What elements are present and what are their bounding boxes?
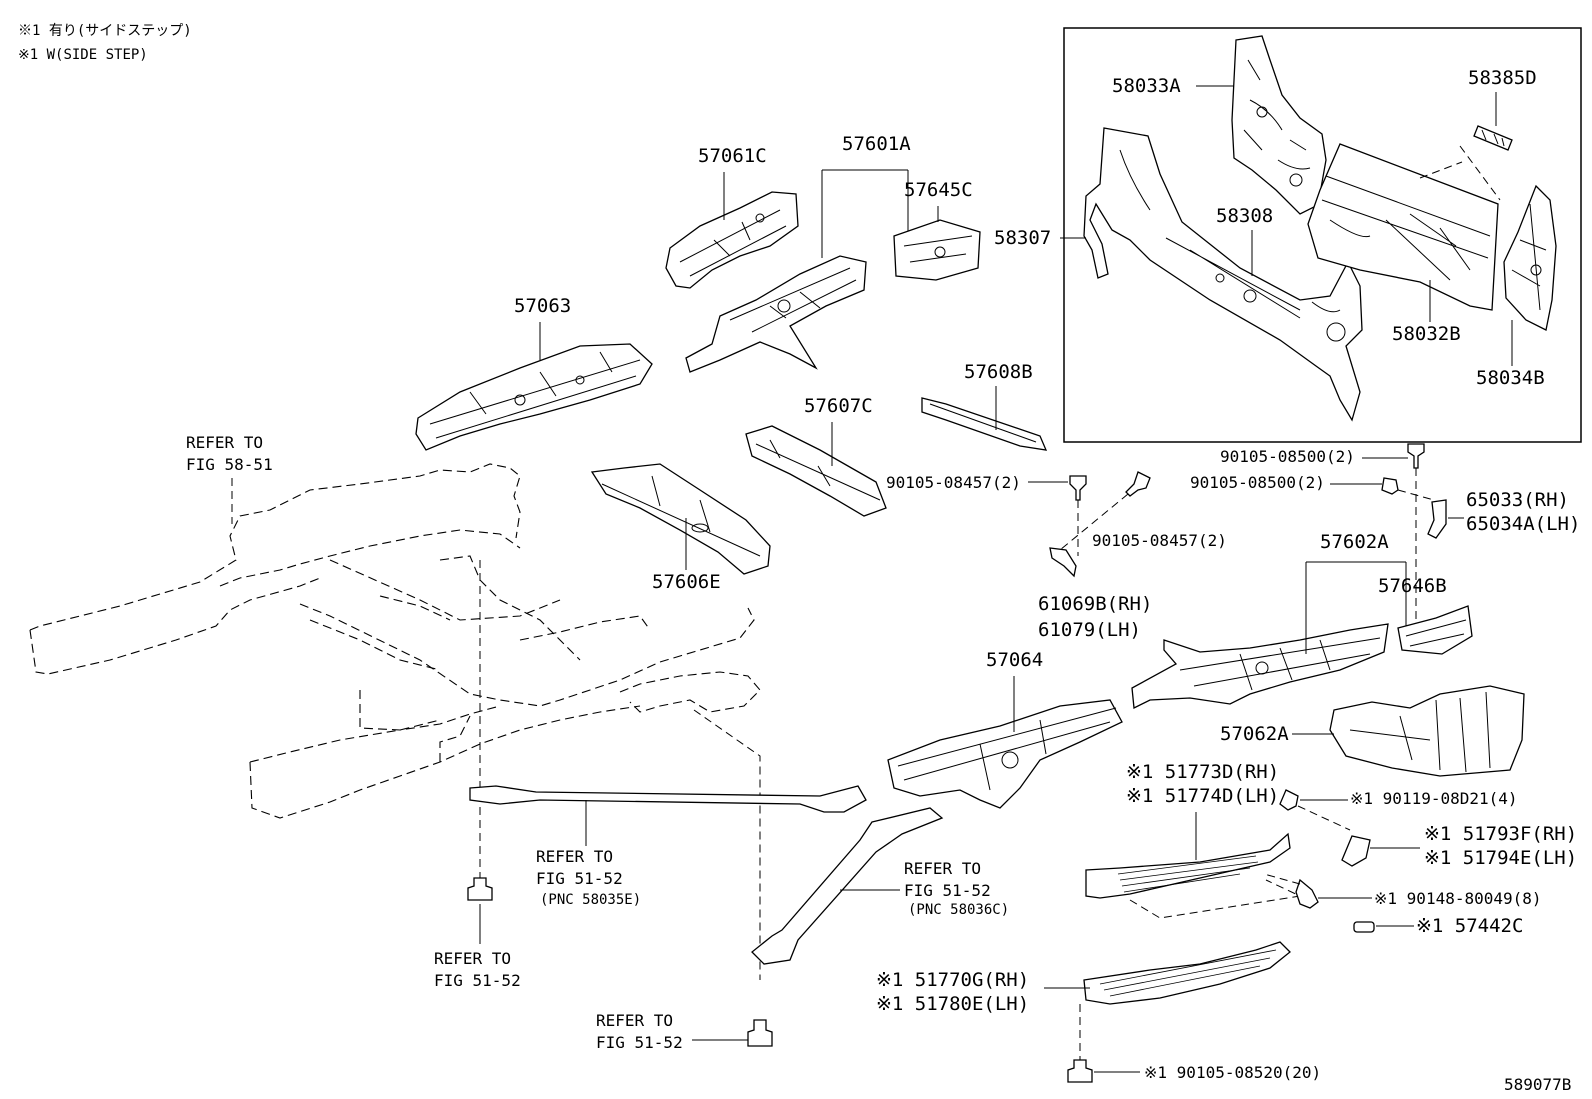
part-brace-58035E[interactable] <box>469 785 867 813</box>
label-90105-08500-a: 90105-08500(2) <box>1220 447 1355 466</box>
label-57608B: 57608B <box>964 361 1033 383</box>
figure-id: 589077B <box>1504 1075 1571 1094</box>
dash-drop-right <box>693 709 761 980</box>
part-58033A[interactable] <box>1231 35 1327 215</box>
part-58034B[interactable] <box>1503 184 1557 331</box>
part-57061C[interactable] <box>665 191 799 289</box>
ref5-line1: REFER TO <box>596 1011 673 1030</box>
label-51774D: ※1 51774D(LH) <box>1126 785 1279 807</box>
label-51773D: ※1 51773D(RH) <box>1126 761 1279 783</box>
label-90105-08457-b: 90105-08457(2) <box>1092 531 1227 550</box>
label-57061C: 57061C <box>698 145 767 167</box>
part-57442C[interactable] <box>1353 921 1375 933</box>
label-57602A: 57602A <box>1320 531 1389 553</box>
leader-57602A <box>1305 561 1407 654</box>
label-57064: 57064 <box>986 649 1043 671</box>
label-58385D: 58385D <box>1468 67 1537 89</box>
bolt-90148-80049[interactable] <box>1295 878 1319 909</box>
label-57442C: ※1 57442C <box>1416 915 1523 937</box>
label-90105-08500-b: 90105-08500(2) <box>1190 473 1325 492</box>
note-line-2: ※1 W(SIDE STEP) <box>18 47 148 63</box>
label-90119-08D21: ※1 90119-08D21(4) <box>1350 789 1518 808</box>
label-57606E: 57606E <box>652 571 721 593</box>
dash-58385D-b <box>1459 145 1501 201</box>
label-51770G: ※1 51770G(RH) <box>876 969 1029 991</box>
dash-90119-08D21 <box>1297 805 1351 831</box>
part-57064[interactable] <box>887 699 1123 809</box>
label-65034A: 65034A(LH) <box>1466 513 1580 535</box>
label-58308: 58308 <box>1216 205 1273 227</box>
inset-box <box>1063 27 1582 443</box>
part-57645C[interactable] <box>893 219 981 281</box>
label-61069B: 61069B(RH) <box>1038 593 1152 615</box>
part-51773D[interactable] <box>1085 832 1291 899</box>
label-58307: 58307 <box>994 227 1051 249</box>
part-57607C[interactable] <box>745 425 887 517</box>
label-58032B: 58032B <box>1392 323 1461 345</box>
label-58034B: 58034B <box>1476 367 1545 389</box>
ref3-line1: REFER TO <box>904 859 981 878</box>
ref1-line1: REFER TO <box>186 433 263 452</box>
dash-58385D <box>1419 161 1463 179</box>
label-58033A: 58033A <box>1112 75 1181 97</box>
ref3-line3: (PNC 58036C) <box>908 902 1009 918</box>
dash-90148-80049 <box>1263 873 1301 885</box>
label-61079: 61079(LH) <box>1038 619 1141 641</box>
label-90105-08457-a: 90105-08457(2) <box>886 473 1021 492</box>
part-brace-58036C[interactable] <box>751 807 944 965</box>
ref2-line2: FIG 51-52 <box>536 869 623 888</box>
dash-90105-08500-b <box>1397 489 1435 501</box>
label-90148-80049: ※1 90148-80049(8) <box>1374 889 1542 908</box>
label-57601A: 57601A <box>842 133 911 155</box>
floor-assembly-ghost <box>29 463 761 819</box>
ref3-line2: FIG 51-52 <box>904 881 991 900</box>
bolt-90105-08500-b[interactable] <box>1381 477 1399 495</box>
part-58385D[interactable] <box>1473 125 1513 151</box>
label-57062A: 57062A <box>1220 723 1289 745</box>
bolt-90105-08457-b[interactable] <box>1125 471 1151 497</box>
part-57063[interactable] <box>415 343 653 451</box>
part-57601A[interactable] <box>685 255 867 373</box>
bolt-90105-08500-a[interactable] <box>1407 443 1425 469</box>
ref2-line1: REFER TO <box>536 847 613 866</box>
bolt-left-51-52[interactable] <box>467 877 493 901</box>
label-57646B: 57646B <box>1378 575 1447 597</box>
dash-step-cover <box>1129 879 1302 919</box>
dash-90105-08457-b <box>1059 493 1129 551</box>
label-51794E: ※1 51794E(LH) <box>1424 847 1577 869</box>
label-51793F: ※1 51793F(RH) <box>1424 823 1577 845</box>
ref2-line3: (PNC 58035E) <box>540 892 641 908</box>
bolt-bottom-51-52[interactable] <box>747 1019 773 1047</box>
part-57608B[interactable] <box>921 397 1048 451</box>
note-line-1: ※1 有り(サイドステップ) <box>18 23 192 39</box>
label-57063: 57063 <box>514 295 571 317</box>
part-51793F[interactable] <box>1341 835 1371 867</box>
bolt-90105-08457-a[interactable] <box>1069 475 1087 501</box>
bolt-90119-08D21[interactable] <box>1279 789 1299 811</box>
part-65033[interactable] <box>1427 499 1447 539</box>
part-51770G[interactable] <box>1083 941 1291 1005</box>
ref5-line2: FIG 51-52 <box>596 1033 683 1052</box>
part-58308[interactable] <box>1083 127 1363 422</box>
label-51780E: ※1 51780E(LH) <box>876 993 1029 1015</box>
ref1-line2: FIG 58-51 <box>186 455 273 474</box>
part-57062A[interactable] <box>1329 685 1525 777</box>
part-61069B[interactable] <box>1049 547 1077 578</box>
label-57607C: 57607C <box>804 395 873 417</box>
part-58032B[interactable] <box>1307 143 1499 311</box>
ref4-line2: FIG 51-52 <box>434 971 521 990</box>
label-65033: 65033(RH) <box>1466 489 1569 511</box>
part-57602A[interactable] <box>1131 623 1389 710</box>
label-90105-08520: ※1 90105-08520(20) <box>1144 1063 1321 1082</box>
part-57646B[interactable] <box>1397 605 1473 655</box>
label-57645C: 57645C <box>904 179 973 201</box>
part-57606E[interactable] <box>590 463 771 575</box>
ref4-line1: REFER TO <box>434 949 511 968</box>
bolt-90105-08520[interactable] <box>1067 1059 1093 1083</box>
